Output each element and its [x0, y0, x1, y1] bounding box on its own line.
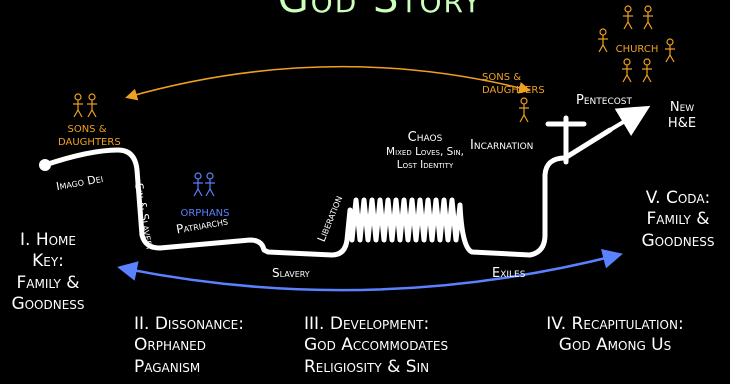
- chaos-subtitle: Mixed Loves, Sin,: [386, 146, 464, 159]
- sons-daughters-right-label: SONS & DAUGHTERS: [482, 72, 545, 97]
- section-3-line: God Accommodates: [304, 335, 449, 356]
- section-2-line: Orphaned: [134, 335, 206, 356]
- new-he-line: H&E: [667, 116, 697, 132]
- section-1-label: I. Home Key: Family & Goodness: [8, 230, 88, 315]
- section-4-line: God Among Us: [558, 335, 672, 356]
- family-return-arrow: [117, 248, 623, 292]
- section-4-line: IV. Recapitulation:: [546, 314, 684, 334]
- section-3-label: III. Development: God Accommodates Relig…: [304, 314, 448, 378]
- story-path: [42, 127, 613, 258]
- figure-caption-line: DAUGHTERS: [482, 84, 545, 96]
- incarnation-label: Incarnation: [470, 138, 534, 153]
- family-arc-arrow: [125, 65, 531, 101]
- section-5-line: V. Coda:: [645, 188, 711, 208]
- section-5-label: V. Coda: Family & Goodness: [630, 188, 726, 252]
- chaos-subtitle: Lost Identity: [396, 159, 454, 172]
- page-title: God Story: [180, 0, 580, 24]
- section-4-label: IV. Recapitulation: God Among Us: [520, 314, 710, 357]
- sons-daughters-right-icon: [519, 97, 529, 123]
- new-he-label: New H&E: [662, 100, 702, 133]
- figure-caption-line: DAUGHTERS: [58, 136, 121, 148]
- orphans-label: ORPHANS: [180, 208, 230, 219]
- new-he-line: New: [669, 100, 695, 115]
- section-2-label: II. Dissonance: Orphaned Paganism: [134, 314, 244, 378]
- section-2-line: Paganism: [134, 356, 201, 377]
- final-arrow: [608, 105, 651, 137]
- section-1-line: Goodness: [11, 293, 85, 314]
- sons-daughters-left-label: SONS & DAUGHTERS: [58, 124, 121, 149]
- pentecost-label: Pentecost: [576, 93, 633, 108]
- section-1-line: I. Home: [20, 230, 76, 250]
- figure-caption-line: SONS &: [482, 72, 522, 83]
- section-1-line: Family &: [16, 272, 80, 293]
- figure-caption-line: SONS &: [67, 124, 107, 135]
- section-3-line: Religiosity & Sin: [304, 356, 430, 377]
- section-2-line: II. Dissonance:: [134, 314, 244, 334]
- section-3-line: III. Development:: [304, 314, 430, 334]
- section-5-line: Family &: [646, 209, 710, 230]
- cross-icon: [545, 115, 587, 165]
- section-1-line: Key:: [32, 251, 64, 272]
- orphans-icon: [193, 172, 215, 197]
- exiles-label: Exiles: [492, 266, 526, 281]
- chaos-label: Chaos Mixed Loves, Sin, Lost Identity: [370, 130, 480, 173]
- church-label: CHURCH: [615, 44, 659, 55]
- slavery-label: Slavery: [272, 266, 310, 280]
- imago-dei-start-dot: [39, 159, 51, 171]
- church-icon: [598, 5, 675, 83]
- chaos-title: Chaos: [407, 130, 443, 145]
- sons-daughters-left-icon: [73, 93, 97, 118]
- section-5-line: Goodness: [641, 230, 715, 251]
